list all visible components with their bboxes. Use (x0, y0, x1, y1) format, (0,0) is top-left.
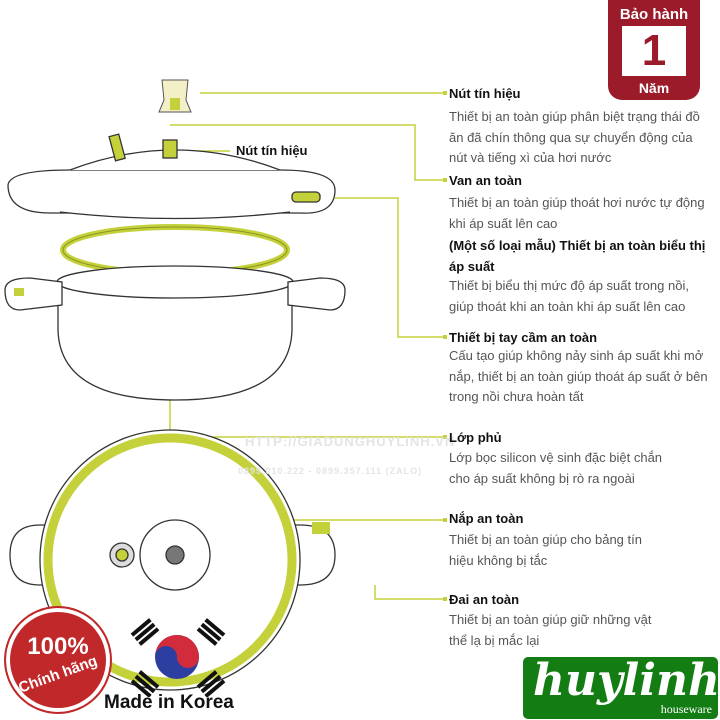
feature-title: Van an toàn (449, 173, 522, 188)
badge-percent: 100% (27, 633, 89, 660)
feature-subdesc: Thiết bị biểu thị mức độ áp suất trong n… (449, 278, 689, 314)
warranty-top: Bảo hành (619, 6, 689, 23)
warranty-badge: Bảo hành 1 Năm (608, 0, 700, 100)
feature-desc: Thiết bị an toàn giúp phân biệt trạng th… (449, 109, 700, 165)
feature-title: Lớp phủ (449, 430, 502, 445)
brand-name: huylinh (533, 655, 720, 706)
top-view-part (9, 429, 336, 691)
feature-title: Nút tín hiệu (449, 86, 521, 101)
feature-title: Thiết bị tay cầm an toàn (449, 330, 598, 345)
lid-part (7, 133, 336, 220)
made-in-korea-label: Made in Korea (104, 692, 234, 713)
brand-logo: huylinh houseware (523, 655, 720, 719)
warranty-bottom: Năm (638, 80, 670, 96)
genuine-badge: 100% Chính hãng (4, 606, 112, 714)
watermark-url: HTTP://GIADUNGHUYLINH.VN (245, 434, 456, 449)
feature-desc: Thiết bị an toàn giúp thoát hơi nước tự … (449, 195, 705, 231)
feature-title: Nắp an toàn (449, 511, 524, 526)
feature-title: Đai an toàn (449, 592, 520, 607)
signal-button-part (158, 79, 192, 113)
feature-desc: Cấu tạo giúp không nảy sinh áp suất khi … (449, 348, 708, 404)
watermark-phones: 0899.010.222 - 0899.357.111 (ZALO) (238, 466, 423, 476)
pot-callout-label: Nút tín hiệu (236, 143, 308, 158)
warranty-number: 1 (622, 26, 686, 76)
korea-flag-icon (130, 618, 226, 697)
brand-tagline: houseware (660, 702, 712, 716)
feature-subtitle: (Một số loại mẫu) Thiết bị an toàn biểu … (449, 238, 706, 274)
pot-body-part (4, 265, 346, 401)
